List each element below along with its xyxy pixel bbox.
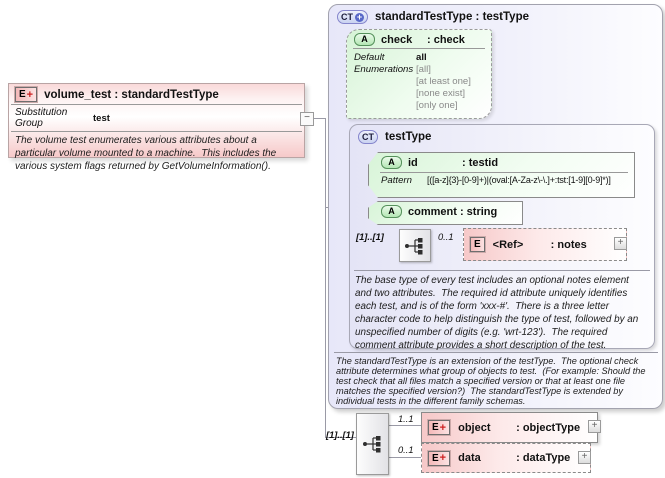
attribute-name: id: [408, 156, 418, 169]
divider: [354, 270, 650, 271]
standardtesttype-description: The standardTestType is an extension of …: [336, 356, 649, 406]
pattern-row: Pattern [([a-z]{3}-[0-9]+)|(oval:[A-Za-z…: [369, 173, 634, 186]
attribute-type: : check: [427, 33, 465, 46]
complextype-testtype[interactable]: CT testType A id : testid Pattern [([a-z…: [349, 124, 655, 351]
attribute-facets: Default all Enumerations [all][at least …: [347, 49, 491, 112]
element-name: data: [458, 452, 481, 464]
data-cardinality: 0..1: [398, 445, 414, 455]
complextype-plus-icon: +: [355, 11, 364, 22]
connector-line: [388, 457, 421, 458]
element-icon: E+: [426, 449, 452, 467]
element-icon: E+: [13, 86, 39, 103]
attribute-name: check: [381, 33, 413, 46]
attribute-header: A comment : string: [369, 202, 522, 220]
element-name: <Ref>: [492, 238, 524, 251]
complextype-icon-letters: CT: [362, 132, 374, 142]
complextype-header: CT testType: [350, 125, 654, 146]
notes-cardinality: 0..1: [438, 232, 454, 242]
attribute-name: comment : string: [408, 205, 498, 218]
element-icon-letter: E: [432, 452, 439, 464]
connector-line: [325, 118, 326, 438]
connector-line: [326, 437, 357, 438]
element-data[interactable]: E+ data : dataType: [421, 443, 591, 473]
pattern-value: [([a-z]{3}-[0-9]+)|(oval:[A-Za-z\-\.]+:t…: [427, 175, 611, 185]
element-title: volume_test : standardTestType: [44, 88, 219, 101]
element-volume-test[interactable]: E+ volume_test : standardTestType Substi…: [8, 83, 305, 172]
complextype-icon: CT+: [337, 10, 368, 24]
substitution-group-value[interactable]: test: [93, 112, 110, 124]
element-icon: E: [469, 236, 486, 253]
sequence-cardinality: [1]..[1]: [356, 232, 384, 242]
divider: [353, 48, 485, 49]
enumeration-value: [none exist]: [416, 88, 466, 99]
attribute-icon: A: [381, 205, 402, 218]
substitution-group-row: Substitution Group test: [9, 105, 304, 131]
attribute-icon: A: [381, 156, 402, 169]
enumeration-value: [only one]: [416, 100, 458, 111]
object-cardinality: 1..1: [398, 414, 414, 424]
element-icon-letter: E: [474, 239, 481, 250]
expand-button[interactable]: +: [578, 451, 591, 464]
element-icon-letter: E: [432, 422, 439, 433]
element-object[interactable]: E+ object : objectType: [421, 412, 598, 443]
element-type: : objectType: [516, 421, 581, 434]
substitution-group-label: Substitution Group: [15, 107, 68, 129]
default-label: Default: [354, 52, 385, 63]
element-name: object: [458, 421, 491, 434]
connector-line: [312, 118, 325, 119]
attribute-header: A id : testid: [369, 153, 634, 171]
attribute-comment[interactable]: A comment : string: [368, 201, 523, 225]
divider: [334, 352, 658, 353]
element-icon: E+: [426, 419, 452, 436]
sequence-icon[interactable]: [356, 413, 389, 475]
complextype-icon: CT: [358, 130, 378, 144]
complextype-icon-letters: CT: [341, 12, 353, 22]
enumeration-value: [at least one]: [416, 76, 471, 87]
sequence-glyph: [405, 237, 423, 254]
collapse-toggle[interactable]: −: [300, 112, 314, 126]
element-header: E+ volume_test : standardTestType: [9, 84, 304, 104]
element-description: The volume test enumerates various attri…: [15, 135, 280, 172]
divider: [380, 172, 628, 173]
expand-button[interactable]: +: [588, 420, 601, 433]
complextype-title: testType: [385, 131, 432, 143]
element-icon-letter: E: [19, 89, 26, 100]
connector-line: [388, 425, 421, 426]
complextype-standardtesttype[interactable]: CT+ standardTestType : testType A check …: [328, 4, 663, 409]
divider: [11, 131, 302, 132]
element-type: : notes: [550, 238, 587, 251]
sequence-glyph: [362, 436, 380, 453]
enumeration-values: [all][at least one][none exist][only one…: [416, 64, 485, 112]
attribute-id[interactable]: A id : testid Pattern [([a-z]{3}-[0-9]+)…: [368, 152, 635, 198]
element-plus-icon: +: [26, 88, 34, 101]
divider: [11, 104, 302, 105]
complextype-title: standardTestType : testType: [375, 11, 530, 23]
sequence-icon[interactable]: [399, 229, 431, 262]
expand-button[interactable]: +: [614, 237, 627, 250]
attribute-type: : testid: [462, 156, 499, 169]
attribute-check[interactable]: A check : check Default all Enumerations…: [346, 29, 492, 119]
default-value: all: [416, 52, 427, 63]
element-notes[interactable]: E <Ref> : notes: [463, 228, 627, 261]
element-plus-icon: +: [439, 421, 447, 434]
attribute-header: A check : check: [347, 30, 491, 48]
element-plus-icon: +: [439, 452, 447, 464]
element-type: : dataType: [516, 452, 571, 464]
pattern-label: Pattern: [381, 175, 412, 186]
enumerations-label: Enumerations: [354, 64, 414, 75]
sequence-cardinality: [1]..[1]: [326, 430, 354, 440]
testtype-description: The base type of every test includes an …: [355, 275, 642, 352]
complextype-header: CT+ standardTestType : testType: [329, 5, 662, 26]
enumeration-value: [all]: [416, 64, 431, 75]
attribute-icon: A: [354, 33, 375, 46]
